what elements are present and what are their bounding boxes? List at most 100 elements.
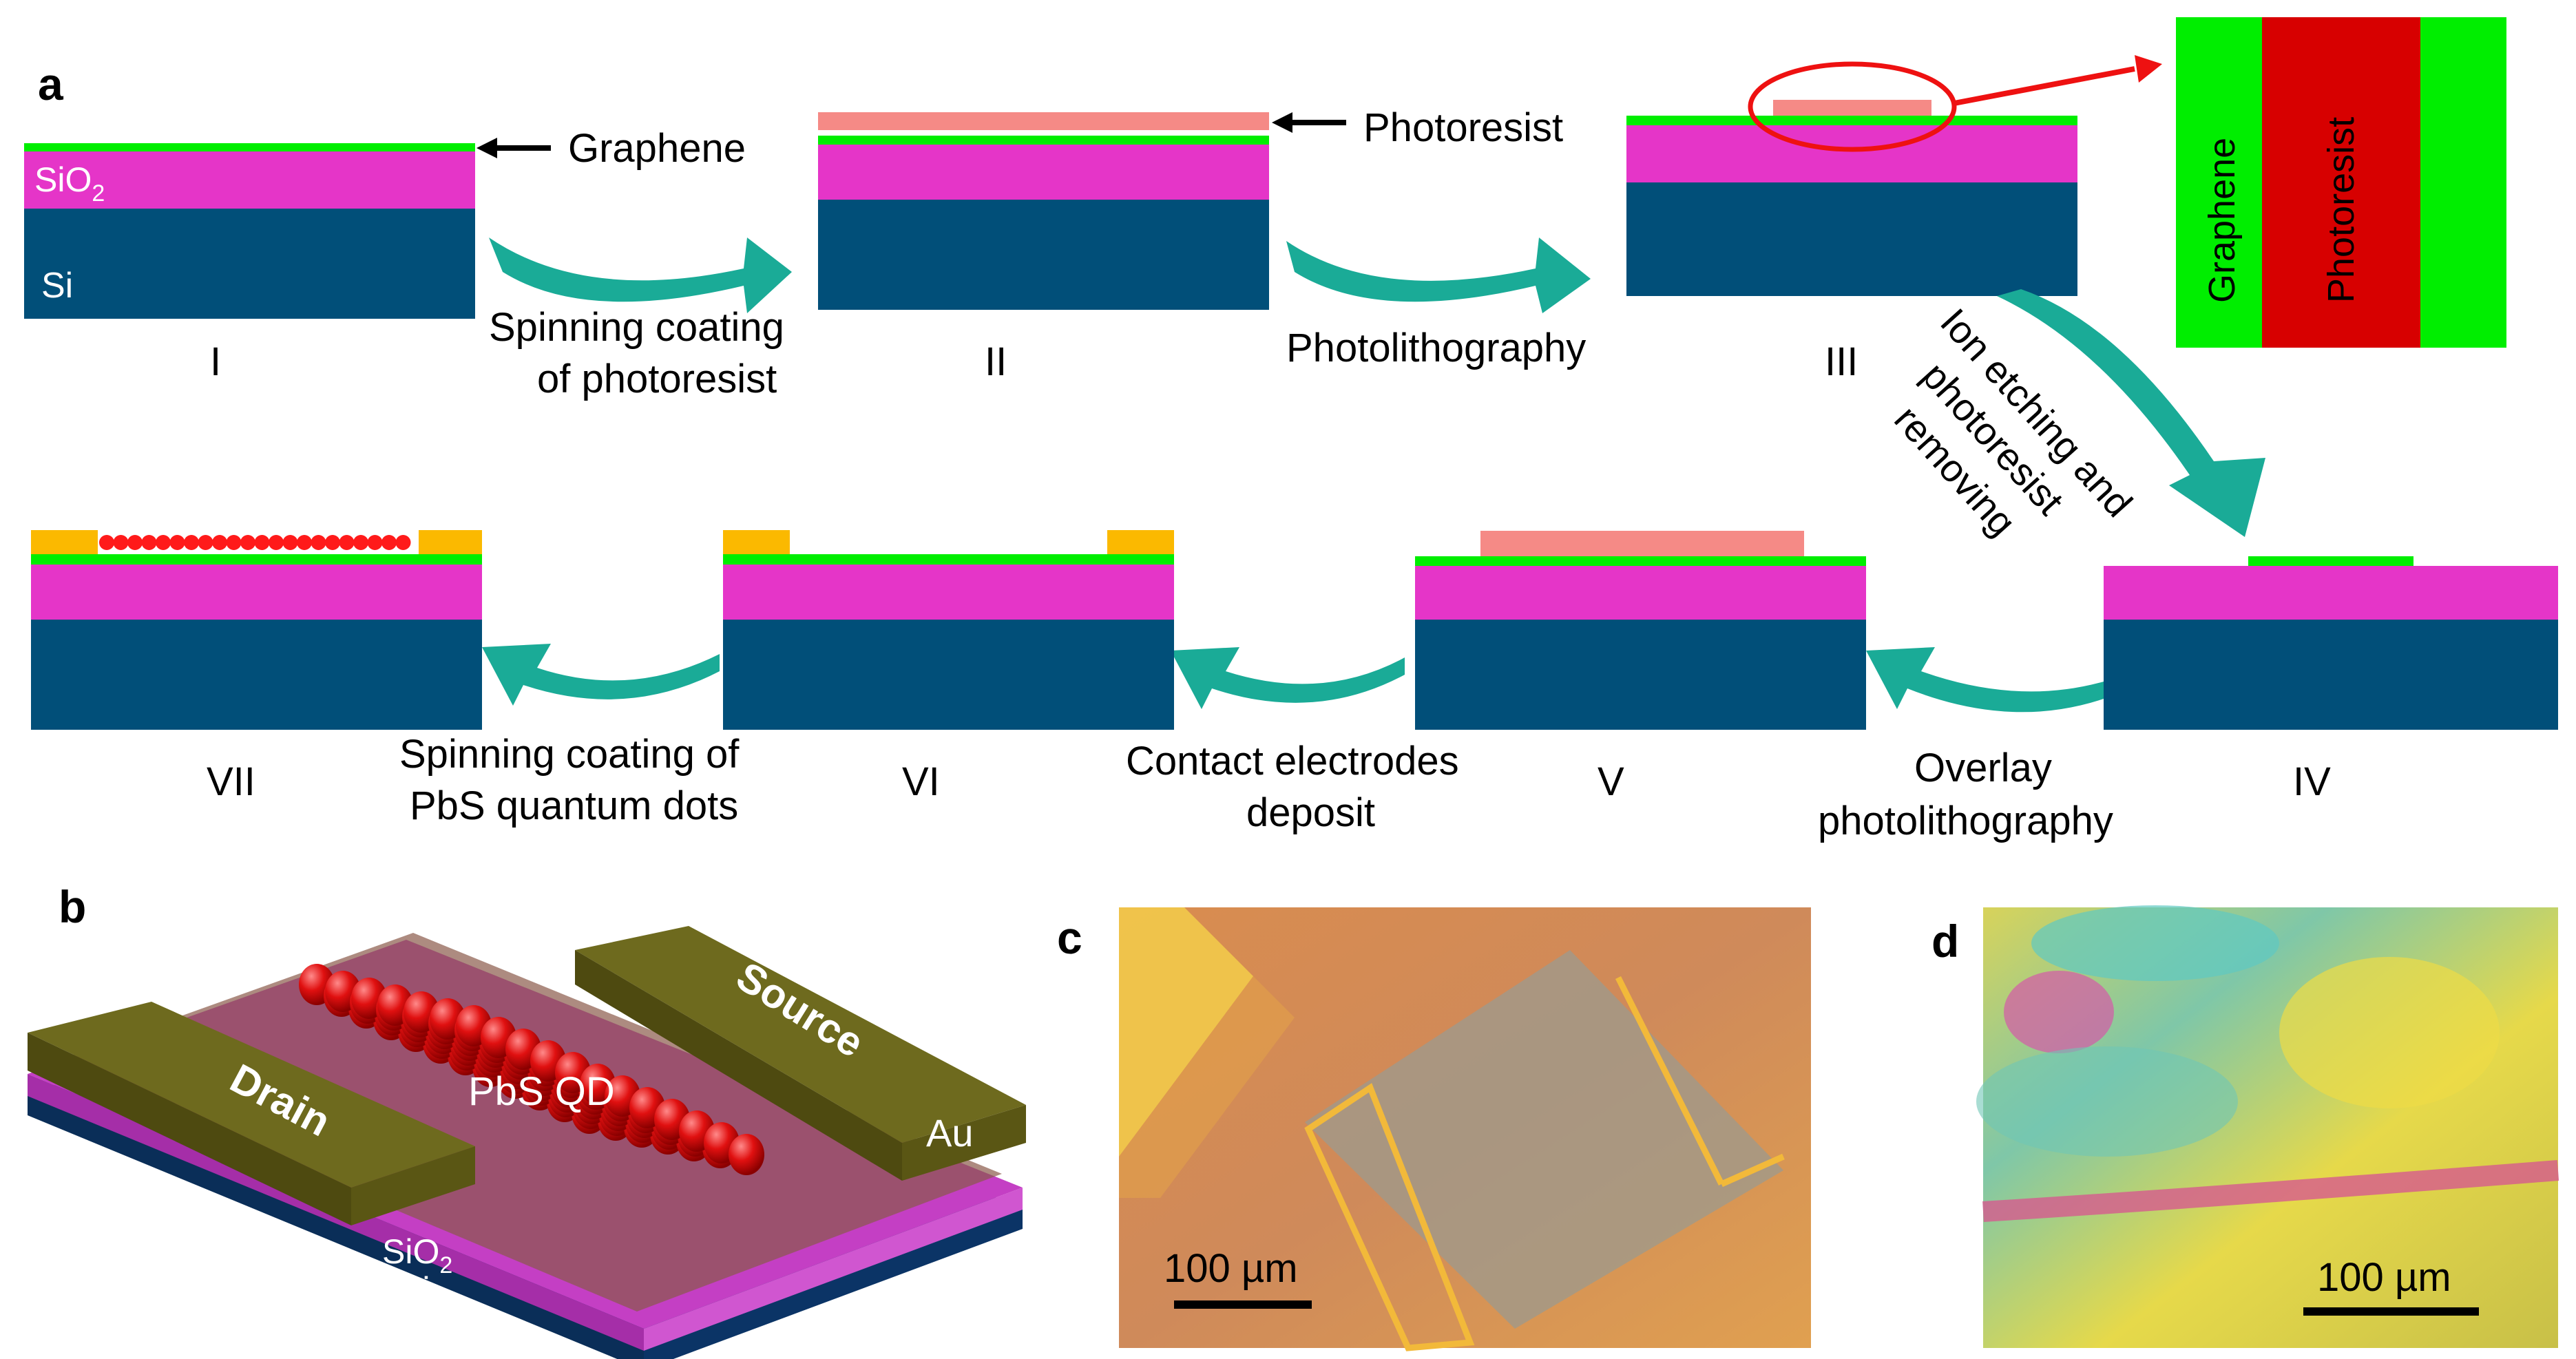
step-label-4: IV [2293, 759, 2331, 804]
quantum-dot [367, 535, 383, 550]
stack-3 [1626, 61, 2077, 296]
si-layer [31, 620, 482, 730]
scale-label-c: 100 µm [1164, 1246, 1298, 1291]
step-label-2: II [985, 339, 1007, 384]
photoresist-layer [1480, 531, 1804, 556]
si-side [644, 1208, 1023, 1359]
quantum-dot [169, 535, 185, 550]
si-front [28, 1095, 644, 1359]
process-label-2: Photolithography [1286, 326, 1586, 370]
quantum-dot [254, 535, 270, 550]
device-3d: Drain Source PbS QD Au SiO2 Si [28, 926, 1026, 1359]
cyan-region-mid [1976, 1046, 2238, 1157]
si-label: Si [399, 1270, 430, 1309]
gold-electrode-left [31, 530, 98, 554]
panel-label-d: d [1931, 916, 1959, 967]
zoom-graphene-label: Graphene [2201, 138, 2243, 303]
si-layer [2104, 620, 2558, 730]
stack-4 [2104, 556, 2558, 730]
source-top [575, 926, 1026, 1143]
electrode-bar-right [1615, 976, 1725, 1186]
quantum-dot [381, 535, 397, 550]
drain-top [28, 1002, 475, 1188]
process-arrow-4 [1866, 647, 2104, 713]
zoom-photoresist [2262, 17, 2420, 348]
panel-label-a: a [38, 59, 64, 109]
quantum-dot [269, 535, 284, 550]
si-layer [24, 209, 475, 319]
zoom-graphene-right [2420, 17, 2506, 348]
pbs-qd-array [299, 964, 764, 1175]
stack-5 [1415, 531, 1866, 730]
quantum-dot [127, 535, 143, 550]
gold-pad-left [1119, 976, 1295, 1198]
process-arrow-1 [489, 238, 792, 313]
scale-label-d: 100 µm [2317, 1255, 2451, 1300]
gold-electrode-right [419, 530, 482, 554]
photoresist-strip [1773, 100, 1931, 116]
stack-2 [818, 112, 1269, 310]
drain-side [351, 1146, 475, 1225]
quantum-dot [353, 535, 368, 550]
process-arrow-5 [1171, 647, 1405, 709]
quantum-dot [198, 535, 213, 550]
graphene-callout: Graphene [568, 126, 746, 171]
process-label-5: Contact electrodes deposit [1126, 739, 1470, 835]
stack-1: SiO2 Si [24, 143, 475, 319]
process-label-4: Overlay photolithography [1818, 746, 2113, 843]
si-layer [723, 620, 1174, 730]
process-arrow-6 [482, 644, 720, 706]
quantum-dot [240, 535, 255, 550]
step-label-1: I [210, 339, 221, 384]
optical-image-c: 100 µm [1119, 907, 1811, 1351]
highlight-ellipse [1748, 61, 1957, 152]
zoom-arrow [1954, 66, 2135, 106]
graphene-layer [1415, 556, 1866, 566]
quantum-dot [156, 535, 171, 550]
quantum-dot [184, 535, 199, 550]
quantum-dot [141, 535, 157, 550]
quantum-dot [339, 535, 355, 550]
stack-7 [31, 530, 482, 730]
process-arrow-2 [1286, 238, 1591, 313]
quantum-dot [311, 535, 326, 550]
process-arrow-3 [1997, 289, 2265, 537]
si-layer [1415, 620, 1866, 730]
quantum-dot [113, 535, 129, 550]
panel-label-c: c [1057, 912, 1082, 963]
step-label-7: VII [207, 759, 255, 804]
graphene-layer [1626, 116, 2077, 125]
graphene-layer [818, 136, 1269, 145]
sio2-layer [1626, 125, 2077, 182]
electrode-frame-left [1304, 1083, 1475, 1351]
quantum-dot [212, 535, 227, 550]
quantum-dot [226, 535, 242, 550]
source-left [575, 950, 902, 1181]
gold-electrode-left [723, 530, 790, 554]
graphene-strip [2248, 556, 2413, 566]
sio2-side [644, 1188, 1023, 1351]
sio2-label: SiO2 [382, 1232, 452, 1278]
quantum-dot [99, 535, 114, 550]
zoom-photoresist-label: Photoresist [2321, 117, 2362, 303]
zoom-arrow-head [2135, 55, 2162, 83]
electrode-frame-right [1720, 1153, 1785, 1188]
photoresist-pointer-head [1272, 112, 1292, 133]
pbs-qd-label: PbS QD [468, 1069, 615, 1114]
graphene-layer [723, 554, 1174, 565]
process-label-3: Ion etching and photoresist removing [1858, 300, 2148, 600]
si-label: Si [41, 266, 73, 306]
zoom-inset: Graphene Photoresist [2176, 17, 2506, 348]
quantum-dot-row [99, 535, 411, 550]
gold-electrode-right [1107, 530, 1174, 554]
photoresist-callout: Photoresist [1363, 105, 1563, 150]
sio2-layer [24, 151, 475, 209]
zoom-graphene-left [2176, 17, 2262, 348]
quantum-dot [282, 535, 298, 550]
si-layer [818, 200, 1269, 310]
graphene-sheet [48, 933, 1002, 1311]
gold-pad-topleft [1119, 907, 1253, 1157]
sio2-layer [1415, 566, 1866, 620]
